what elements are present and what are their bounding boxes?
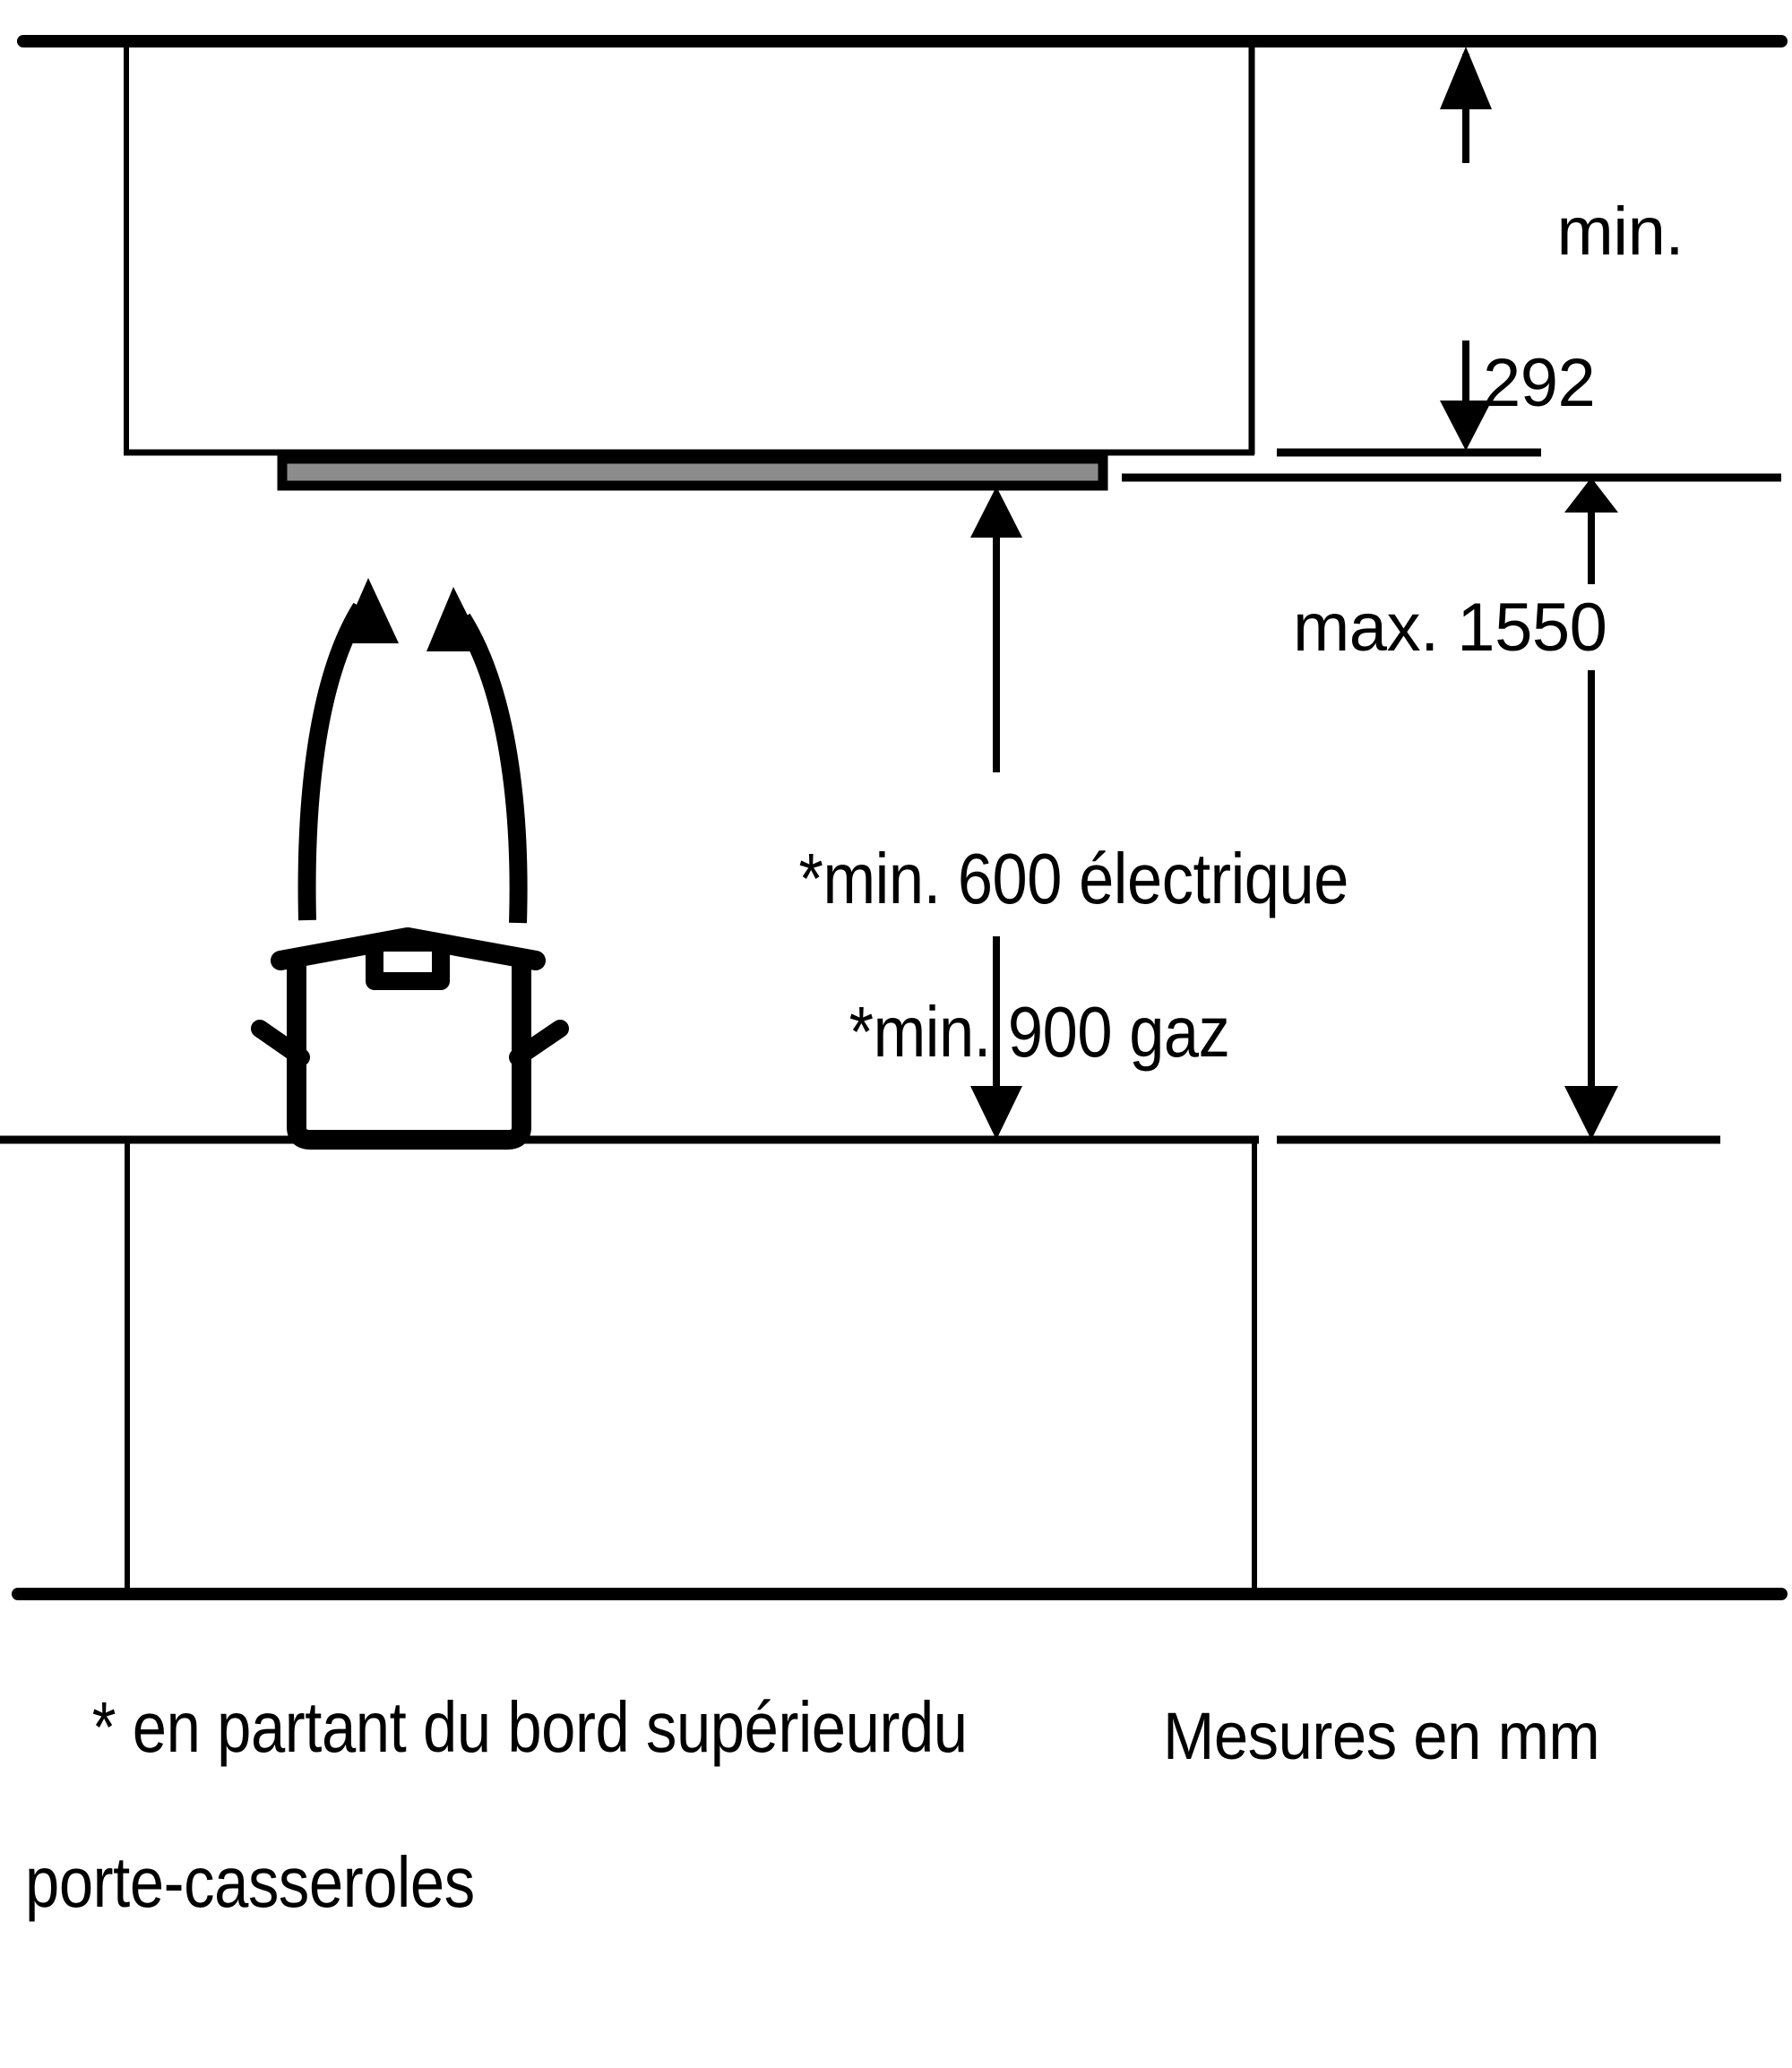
- dimension-label-clearance-gas: *min. 900 gaz: [849, 991, 1230, 1072]
- steam-arrow-left-stem: [297, 602, 369, 921]
- dim-1550-arrowhead-up: [1564, 478, 1618, 513]
- steam-arrow-right-stem: [454, 613, 528, 924]
- filter-panel-fill: [277, 453, 1108, 491]
- dimension-label-max-1550: max. 1550: [1293, 590, 1607, 666]
- dimension-max-1550: [1564, 478, 1618, 1140]
- cooker-hood-body: [124, 43, 1255, 456]
- dimension-label-clearance: *min. 600 électrique *min. 900 gaz: [701, 769, 1379, 1215]
- dimension-label-min-292-line1: min.: [1556, 193, 1684, 270]
- dimension-label-min-292-line2: 292: [1483, 344, 1596, 421]
- diagram-canvas: min. 292 max. 1550 *min. 600 électrique …: [0, 35, 1788, 1918]
- hood-filter-panel: [277, 453, 1108, 491]
- steam-arrow-right-head: [426, 587, 486, 651]
- dim-1550-arrowhead-down: [1564, 1086, 1618, 1140]
- steam-arrow-left-head: [340, 578, 399, 643]
- dimension-clearance: [970, 487, 1022, 1140]
- pot-handle-right: [509, 1020, 569, 1066]
- units-note: Mesures en mm: [1163, 1699, 1600, 1773]
- dim-292-arrowhead-up: [1440, 47, 1492, 109]
- technical-drawing: [0, 35, 1788, 1600]
- dimension-label-min-292: min. 292: [1483, 127, 1684, 556]
- cooking-pot: [251, 927, 569, 1150]
- dimension-label-clearance-electric: *min. 600 électrique: [798, 838, 1349, 918]
- pot-handle-left: [251, 1020, 310, 1066]
- extension-lines: [1122, 448, 1781, 1144]
- footnote-line1: * en partant du bord supérieurdu: [91, 1686, 968, 1767]
- footnote-text: * en partant du bord supérieurdu porte-c…: [25, 1617, 968, 2065]
- steam-arrows: [297, 578, 528, 924]
- footnote-line2: porte-casseroles: [25, 1841, 475, 1922]
- dim-clearance-arrowhead-down: [970, 1086, 1022, 1140]
- pot-lid: [271, 927, 546, 970]
- worktop-cabinet: [0, 1135, 1259, 1593]
- dimension-min-292: [1440, 47, 1492, 451]
- dim-292-arrowhead-down: [1440, 401, 1492, 451]
- dim-clearance-arrowhead-up: [970, 487, 1022, 538]
